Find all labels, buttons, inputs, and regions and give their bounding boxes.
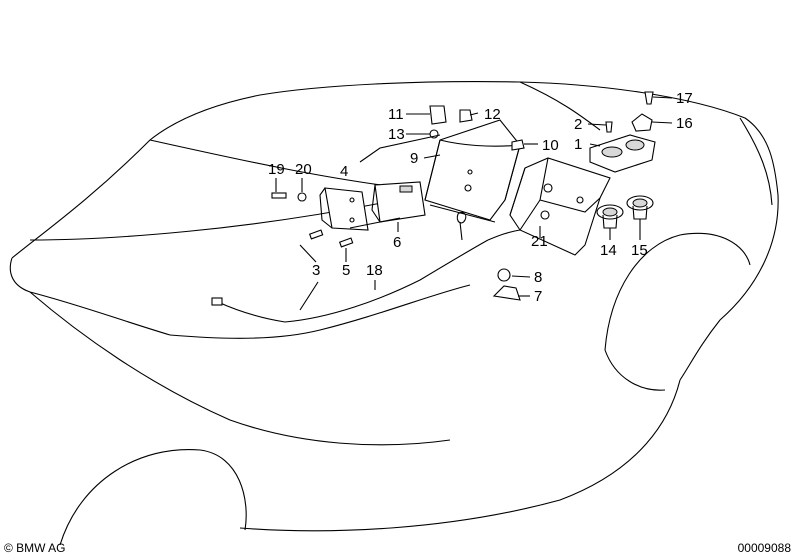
part-2-screw <box>605 121 613 133</box>
bracket <box>509 157 611 256</box>
callout-21: 21 <box>531 233 548 250</box>
part-8-nut <box>497 268 511 282</box>
car-outline <box>9 81 779 546</box>
part-17-screw <box>644 91 654 105</box>
part-12-clip <box>459 109 473 123</box>
callout-7: 7 <box>534 288 542 305</box>
part-10-connector <box>511 139 525 151</box>
callout-4: 4 <box>340 163 348 180</box>
callout-13: 13 <box>388 126 405 143</box>
part-15-speaker <box>626 195 654 220</box>
callout-10: 10 <box>542 137 559 154</box>
callout-17: 17 <box>676 90 693 107</box>
part-7-bracket <box>492 285 521 301</box>
part-5-screw <box>338 237 354 248</box>
part-19-bolt <box>271 192 287 199</box>
callout-9: 9 <box>410 150 418 167</box>
control-module <box>319 187 369 231</box>
copyright-text: © BMW AG <box>4 541 66 555</box>
callout-1: 1 <box>574 136 582 153</box>
callout-8: 8 <box>534 269 542 286</box>
callout-2: 2 <box>574 116 582 133</box>
part-3-screw <box>308 229 324 240</box>
speaker-box <box>589 134 656 173</box>
callout-12: 12 <box>484 106 501 123</box>
callout-16: 16 <box>676 115 693 132</box>
part-16-cap <box>631 113 653 132</box>
cable-harness <box>211 211 521 323</box>
electronic-module <box>371 181 426 223</box>
callout-6: 6 <box>393 234 401 251</box>
callout-5: 5 <box>342 262 350 279</box>
callouts: 1 2 3 4 5 6 7 8 9 10 11 12 13 14 15 16 1… <box>268 90 693 305</box>
callout-14: 14 <box>600 242 617 259</box>
small-parts <box>271 91 654 301</box>
callout-19: 19 <box>268 161 285 178</box>
callout-18: 18 <box>366 262 383 279</box>
leader-lines <box>275 96 673 311</box>
part-20-washer <box>297 192 307 202</box>
callout-11: 11 <box>388 106 404 123</box>
callout-20: 20 <box>295 161 312 178</box>
callout-15: 15 <box>631 242 648 259</box>
part-11-clip <box>429 105 447 125</box>
callout-3: 3 <box>312 262 320 279</box>
diagram-id: 00009088 <box>737 541 791 555</box>
part-14-speaker <box>596 204 624 229</box>
cable-connector <box>211 297 223 306</box>
